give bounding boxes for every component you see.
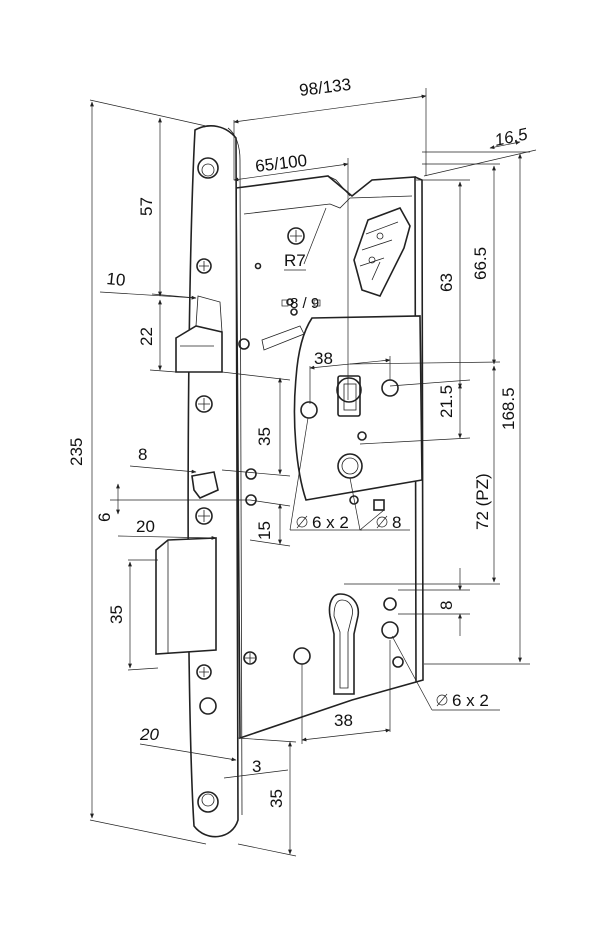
latch-bolt <box>175 295 223 373</box>
dim-screw-holes-bottom: 6 x 2 <box>452 691 489 710</box>
dim-top-to-latch: 57 <box>137 197 156 216</box>
dim-square-small: 8 <box>392 513 401 532</box>
dim-cylinder-offset: 8 <box>437 601 456 610</box>
dim-bolt-height: 35 <box>107 605 126 624</box>
dim-aux-latch-height: 6 <box>95 513 114 522</box>
dim-case-height: 168.5 <box>499 387 518 430</box>
dim-bottom-gap: 3 <box>252 757 261 776</box>
dim-follower-hole-spacing: 38 <box>314 349 333 368</box>
dim-bolt-projection: 20 <box>136 517 155 536</box>
dim-case-top-to-follower: 63 <box>437 273 456 292</box>
dim-follower-to-lower: 21.5 <box>437 385 456 418</box>
dim-radius: R7 <box>284 251 306 270</box>
dim-case-top-to-hole: 66.5 <box>471 247 490 280</box>
dim-latch-to-follower: 35 <box>255 427 274 446</box>
dim-follower-square: 8 / 9 <box>290 295 319 312</box>
dim-width-total: 98/133 <box>298 75 352 100</box>
cylinder-cutout <box>293 593 404 695</box>
dim-screw-holes-top: 6 x 2 <box>312 513 349 532</box>
dim-bottom-projection: 20 <box>139 725 159 744</box>
dim-aux-latch-projection: 8 <box>138 445 147 464</box>
dim-latch-height: 22 <box>137 327 156 346</box>
dim-cylinder-hole-spacing: 38 <box>334 711 353 730</box>
deadbolt <box>155 537 217 655</box>
dim-latch-projection: 10 <box>106 269 127 290</box>
dim-backset: 65/100 <box>254 151 308 176</box>
dim-faceplate-thickness: 16.5 <box>493 124 530 150</box>
case-screws <box>238 227 305 665</box>
diameter-symbols <box>281 299 448 707</box>
spring-mechanism <box>353 207 411 297</box>
dimension-lines <box>89 88 537 857</box>
dim-aux-spacing: 15 <box>255 521 274 540</box>
aux-latch <box>191 471 219 499</box>
dim-height-total: 235 <box>67 438 86 466</box>
dim-bottom-height: 35 <box>267 789 286 808</box>
dim-pz-distance: 72 (PZ) <box>473 473 492 530</box>
